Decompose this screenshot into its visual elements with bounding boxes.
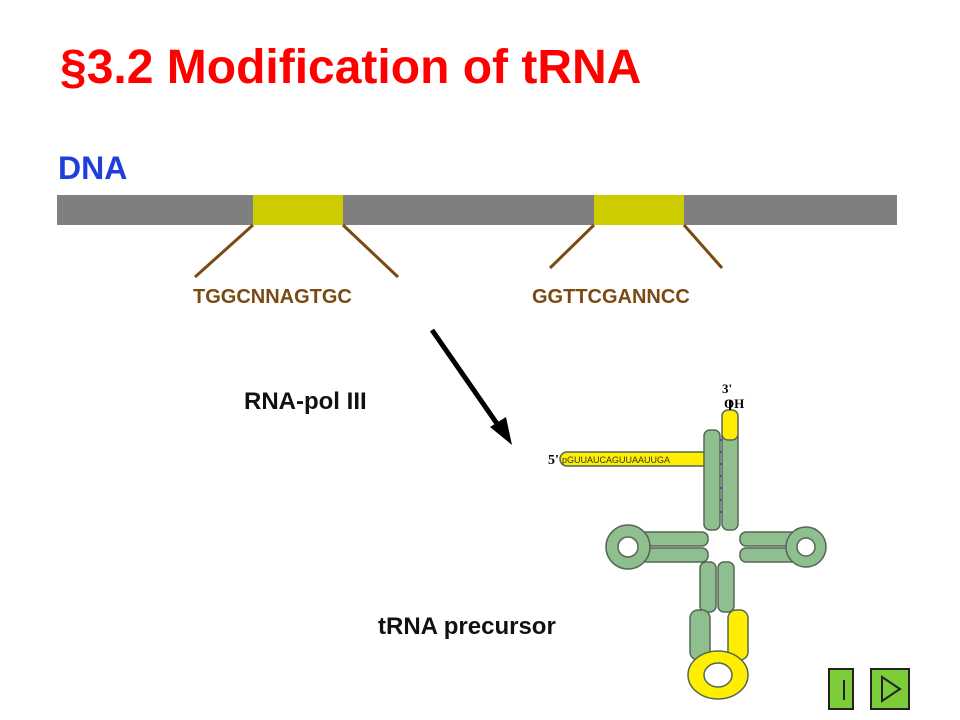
promoter-sequence-a: TGGCNNAGTGC	[193, 286, 352, 308]
back-button[interactable]	[828, 668, 854, 710]
next-button[interactable]	[870, 668, 910, 710]
product-label: tRNA precursor	[378, 613, 556, 640]
trna-structure	[559, 400, 827, 700]
five-prime-label: 5'	[548, 453, 559, 468]
three-prime-label: 3'	[722, 381, 732, 396]
arrow-head	[490, 417, 512, 445]
connector-b-left	[548, 223, 596, 270]
promoter-sequence-b: GGTTCGANNCC	[532, 286, 690, 308]
dna-label: DNA	[58, 150, 128, 186]
promoter-box-b	[594, 195, 684, 225]
slide-title: §3.2 Modification of tRNA	[60, 41, 642, 94]
dna-strand	[57, 195, 897, 225]
back-icon	[843, 680, 845, 700]
base-pairs	[720, 439, 722, 513]
enzyme-label: RNA-pol III	[244, 388, 367, 415]
oh-label: OH	[724, 396, 744, 411]
leader-sequence: pGUUAUCAGUUAAUUGA	[562, 455, 670, 465]
play-forward-icon	[881, 675, 902, 703]
connector-a-right	[341, 223, 400, 279]
connector-b-right	[682, 224, 724, 269]
transcription-arrow	[429, 328, 503, 430]
promoter-box-a	[253, 195, 343, 225]
connector-a-left	[193, 223, 255, 279]
